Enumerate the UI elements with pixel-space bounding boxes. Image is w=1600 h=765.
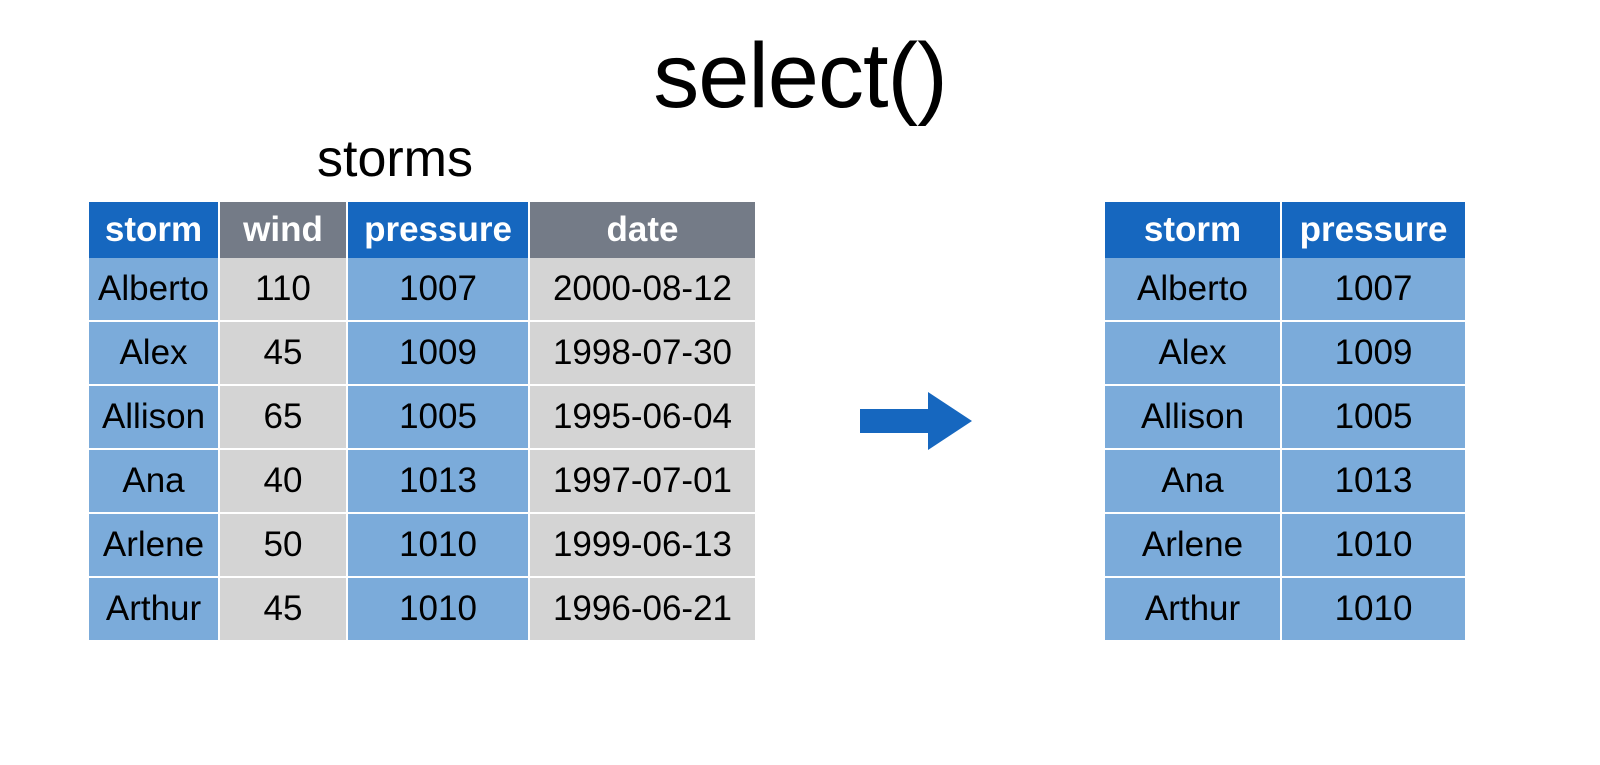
table-cell: Arlene: [1105, 514, 1282, 578]
table-cell: Allison: [89, 386, 220, 450]
table-cell: 1013: [1282, 450, 1465, 514]
table-cell: 1007: [348, 258, 530, 322]
table-cell: 1013: [348, 450, 530, 514]
table-cell: 1009: [1282, 322, 1465, 386]
page-title: select(): [653, 25, 948, 127]
table-cell: 2000-08-12: [530, 258, 755, 322]
source-table-caption: storms: [317, 130, 473, 188]
table-cell: 1997-07-01: [530, 450, 755, 514]
table-cell: 1005: [348, 386, 530, 450]
table-cell: Alberto: [89, 258, 220, 322]
source-table-column-header-pressure[interactable]: pressure: [348, 202, 530, 258]
table-cell: Ana: [89, 450, 220, 514]
table-cell: 45: [220, 578, 348, 640]
table-cell: 110: [220, 258, 348, 322]
table-cell: Alberto: [1105, 258, 1282, 322]
table-cell: 40: [220, 450, 348, 514]
table-cell: Allison: [1105, 386, 1282, 450]
table-cell: 1010: [1282, 514, 1465, 578]
table-cell: 1995-06-04: [530, 386, 755, 450]
table-cell: 1010: [348, 578, 530, 640]
table-cell: 1007: [1282, 258, 1465, 322]
table-cell: Ana: [1105, 450, 1282, 514]
table-cell: 1010: [1282, 578, 1465, 640]
result-table-column-header-pressure[interactable]: pressure: [1282, 202, 1465, 258]
table-cell: 45: [220, 322, 348, 386]
table-cell: Arlene: [89, 514, 220, 578]
source-table-column-header-date[interactable]: date: [530, 202, 755, 258]
table-cell: 1009: [348, 322, 530, 386]
table-cell: 1010: [348, 514, 530, 578]
source-table-column-header-wind[interactable]: wind: [220, 202, 348, 258]
table-cell: Alex: [89, 322, 220, 386]
table-cell: Arthur: [1105, 578, 1282, 640]
table-cell: 1998-07-30: [530, 322, 755, 386]
table-cell: Arthur: [89, 578, 220, 640]
table-cell: 1996-06-21: [530, 578, 755, 640]
arrow-right-icon: [860, 392, 972, 450]
table-cell: 1005: [1282, 386, 1465, 450]
table-cell: 50: [220, 514, 348, 578]
source-table-column-header-storm[interactable]: storm: [89, 202, 220, 258]
result-table-column-header-storm[interactable]: storm: [1105, 202, 1282, 258]
table-cell: Alex: [1105, 322, 1282, 386]
table-cell: 65: [220, 386, 348, 450]
table-cell: 1999-06-13: [530, 514, 755, 578]
